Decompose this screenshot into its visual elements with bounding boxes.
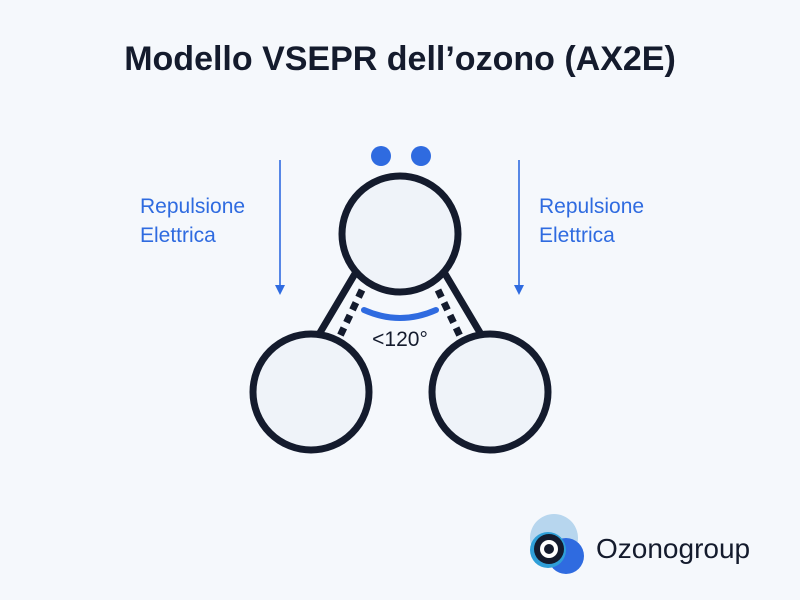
repulsion-label-right: Repulsione Elettrica <box>539 192 644 250</box>
right-oxygen-atom <box>428 330 552 454</box>
bond-angle-arc <box>361 307 439 321</box>
repulsion-label-left-line1: Repulsione <box>140 195 246 218</box>
lone-pair-electron-right <box>411 146 431 166</box>
bond-left-solid <box>314 270 360 338</box>
left-oxygen-atom <box>249 330 373 454</box>
repulsion-label-right-line2: Elettrica <box>539 224 615 247</box>
bond-right-dashed <box>434 288 464 338</box>
brand-name: Ozonogroup <box>596 533 751 564</box>
bond-angle-label: <120° <box>372 328 428 351</box>
page-title: Modello VSEPR dell’ozono (AX2E) <box>124 40 676 78</box>
repulsion-label-right-line1: Repulsione <box>539 195 645 218</box>
repulsion-label-left: Repulsione Elettrica <box>140 192 245 250</box>
repulsion-label-left-line2: Elettrica <box>140 224 216 247</box>
bond-left-dashed <box>336 288 366 338</box>
ozonogroup-logo-icon <box>530 514 584 574</box>
lone-pair-electron-left <box>371 146 391 166</box>
bond-right-solid <box>440 270 486 338</box>
central-oxygen-atom <box>338 172 462 296</box>
